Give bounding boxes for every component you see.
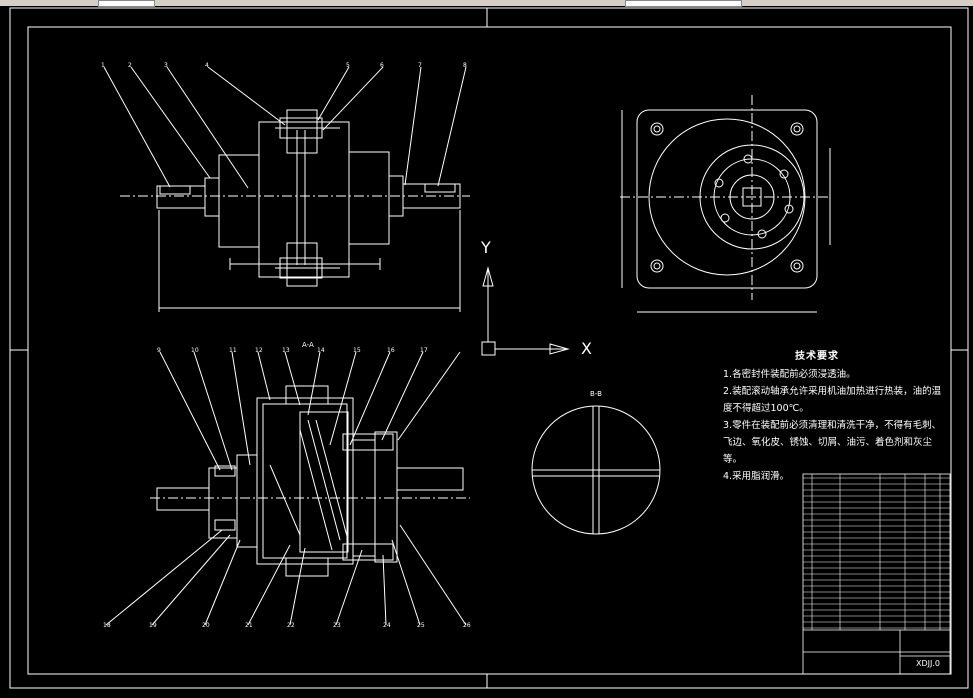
tech-req-line: 度不得超过100℃。: [723, 403, 809, 414]
tech-req-line: 3.零件在装配前必须清理和清洗干净，不得有毛刺、: [723, 420, 942, 431]
axis-x-label: X: [581, 339, 592, 358]
side-view: [620, 95, 831, 313]
section-aa-callout: 17: [420, 347, 428, 354]
section-aa-callout: 11: [229, 347, 237, 354]
front-view-callout: 4: [205, 62, 209, 69]
front-view-callout: 5: [346, 62, 350, 69]
tech-req-line: 等。: [723, 454, 743, 465]
toolbar-strip: [0, 0, 973, 7]
section-aa-callout: 12: [255, 347, 263, 354]
front-view-callout: 6: [380, 62, 384, 69]
section-aa-callout: 13: [282, 347, 290, 354]
section-aa-callout: 9: [157, 347, 161, 354]
tech-req-line: 4.采用脂润滑。: [723, 471, 790, 482]
axis-y-label: Y: [481, 238, 491, 257]
section-aa-callout: 16: [387, 347, 395, 354]
section-aa-label: A-A: [302, 341, 314, 349]
front-view-callout: 2: [128, 62, 132, 69]
tech-req-line: 1.各密封件装配前必须浸透油。: [723, 369, 856, 380]
section-aa-callout: 14: [317, 347, 325, 354]
ucs-axis-icon: [481, 266, 570, 356]
section-aa-callout: 23: [333, 622, 341, 629]
section-aa-callout: 10: [191, 347, 199, 354]
tech-req-title: 技术要求: [795, 351, 839, 362]
toolbar-tab[interactable]: [98, 0, 155, 7]
section-aa-view: [105, 351, 470, 626]
outer-border: [9, 7, 969, 689]
tech-req-line: 飞边、氧化皮、锈蚀、切屑、油污、着色剂和灰尘: [723, 437, 933, 448]
section-aa-callout: 15: [353, 347, 361, 354]
section-aa-callout: 24: [383, 622, 391, 629]
section-aa-callout: 18: [103, 622, 111, 629]
front-view-callout: 3: [164, 62, 168, 69]
section-aa-callout: 19: [149, 622, 157, 629]
section-aa-callout: 22: [287, 622, 295, 629]
parts-list-table: [803, 474, 950, 630]
section-bb-label: B-B: [590, 390, 602, 398]
front-view-callout: 7: [418, 62, 422, 69]
section-aa-callout: 25: [417, 622, 425, 629]
section-bb-view: [531, 405, 661, 535]
section-aa-callout: 26: [463, 622, 471, 629]
section-aa-callout: 20: [202, 622, 210, 629]
drawing-code: XDJJ.0: [916, 659, 940, 668]
front-view-callout: 1: [101, 62, 105, 69]
front-view-callout: 8: [463, 62, 467, 69]
toolbar-tab[interactable]: [625, 0, 742, 7]
tech-req-line: 2.装配滚动轴承允许采用机油加热进行热装，油的温: [723, 386, 942, 397]
section-aa-callout: 21: [245, 622, 253, 629]
front-view: [103, 66, 470, 312]
tech-req-notes: 1.各密封件装配前必须浸透油。 2.装配滚动轴承允许采用机油加热进行热装，油的温…: [723, 366, 941, 485]
